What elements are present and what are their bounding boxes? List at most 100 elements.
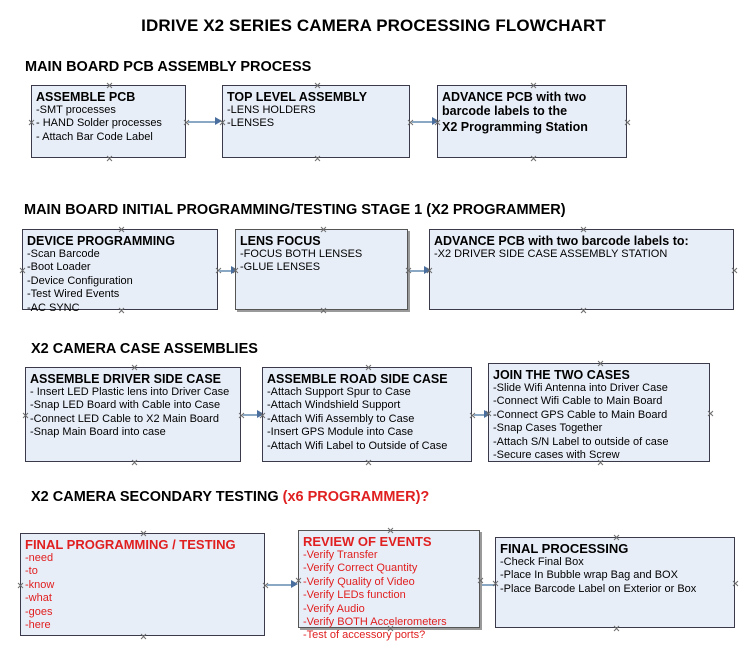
connector-handle-top[interactable]	[387, 527, 394, 534]
node-title: LENS FOCUS	[240, 234, 321, 248]
connector-final-programming-to-review-of-events	[267, 584, 295, 586]
node-title: DEVICE PROGRAMMING	[27, 234, 175, 248]
connector-handle-left[interactable]	[17, 582, 24, 589]
node-assemble-road-side-case[interactable]: ASSEMBLE ROAD SIDE CASE -Attach Support …	[262, 367, 472, 462]
list-item: -Slide Wifi Antenna into Driver Case	[493, 382, 668, 394]
list-item: - HAND Solder processes	[36, 117, 162, 130]
connector-handle-top[interactable]	[314, 82, 321, 89]
connector-handle-bottom[interactable]	[140, 633, 147, 640]
connector-handle-top[interactable]	[365, 364, 372, 371]
connector-review-of-events-to-final-processing	[482, 584, 506, 586]
connector-handle-top[interactable]	[597, 360, 604, 367]
connector-handle-bottom[interactable]	[365, 459, 372, 466]
section-heading-text: MAIN BOARD PCB ASSEMBLY PROCESS	[25, 59, 312, 75]
list-item: -Verify LEDs function	[303, 589, 406, 602]
node-title: ASSEMBLE PCB	[36, 90, 136, 104]
node-final-programming-testing[interactable]: FINAL PROGRAMMING / TESTING -need -to -k…	[20, 533, 265, 636]
list-item: -LENSES	[227, 117, 275, 130]
node-title: ASSEMBLE DRIVER SIDE CASE	[30, 372, 222, 386]
list-item: -FOCUS BOTH LENSES	[240, 248, 363, 260]
node-assemble-driver-side-case[interactable]: ASSEMBLE DRIVER SIDE CASE - Insert LED P…	[25, 367, 241, 462]
connector-handle-right[interactable]	[707, 410, 714, 417]
list-item: -GLUE LENSES	[240, 261, 321, 274]
page-title: IDRIVE X2 SERIES CAMERA PROCESSING FLOWC…	[141, 16, 606, 35]
list-item: -Test of accessory ports?	[303, 629, 426, 642]
connector-handle-right[interactable]	[732, 580, 739, 587]
node-join-the-two-cases[interactable]: JOIN THE TWO CASES -Slide Wifi Antenna i…	[488, 363, 710, 462]
node-item-list: -X2 DRIVER SIDE CASE ASSEMBLY STATION	[434, 248, 730, 261]
list-item: -Connect LED Cable to X2 Main Board	[30, 412, 219, 425]
connector-handle-right[interactable]	[624, 119, 631, 126]
connector-handle-top[interactable]	[140, 530, 147, 537]
connector-road-side-to-join-cases	[474, 414, 488, 416]
node-device-programming[interactable]: DEVICE PROGRAMMING -Scan Barcode -Boot L…	[19, 226, 218, 314]
list-item: -here	[25, 619, 51, 632]
list-item: -Snap Cases Together	[493, 422, 603, 435]
connector-handle-right[interactable]	[477, 577, 484, 584]
connector-handle-bottom[interactable]	[320, 307, 327, 314]
connector-handle-top[interactable]	[580, 226, 587, 233]
node-title: JOIN THE TWO CASES	[493, 368, 630, 382]
section-heading-main-board-pcb-assembly-process: MAIN BOARD PCB ASSEMBLY PROCESS	[25, 59, 311, 75]
list-item: -know	[25, 578, 55, 591]
connector-handle-top[interactable]	[118, 226, 125, 233]
connector-handle-top[interactable]	[131, 364, 138, 371]
list-item: -X2 DRIVER SIDE CASE ASSEMBLY STATION	[434, 248, 668, 260]
connector-handle-bottom[interactable]	[106, 155, 113, 162]
node-item-list: - Insert LED Plastic lens into Driver Ca…	[30, 386, 237, 440]
node-item-list: barcode labels to the X2 Programming Sta…	[442, 104, 623, 135]
connector-handle-bottom[interactable]	[314, 155, 321, 162]
node-assemble-pcb[interactable]: ASSEMBLE PCB -SMT processes - HAND Solde…	[31, 85, 186, 158]
node-review-of-events[interactable]: REVIEW OF EVENTS -Verify Transfer -Verif…	[298, 527, 480, 641]
connector-handle-bottom[interactable]	[580, 307, 587, 314]
node-title: FINAL PROGRAMMING / TESTING	[25, 537, 236, 552]
connector-handle-top[interactable]	[106, 82, 113, 89]
section-heading-main-board-initial-programming-testing-stage-1: MAIN BOARD INITIAL PROGRAMMING/TESTING S…	[24, 202, 566, 218]
arrowhead-icon	[257, 410, 264, 418]
connector-handle-bottom[interactable]	[613, 625, 620, 632]
arrowhead-icon	[215, 117, 222, 125]
node-top-level-assembly[interactable]: TOP LEVEL ASSEMBLY -LENS HOLDERS -LENSES	[222, 85, 410, 158]
node-title: FINAL PROCESSING	[500, 541, 629, 556]
list-item: -Attach Windshield Support	[267, 399, 401, 412]
list-item: -Boot Loader	[27, 261, 91, 274]
list-item: -Snap LED Board with Cable into Case	[30, 399, 221, 412]
list-item: -Snap Main Board into case	[30, 426, 166, 439]
connector-lens-focus-to-advance-pcb	[410, 270, 428, 272]
connector-handle-top[interactable]	[613, 534, 620, 541]
connector-top-level-assembly-to-advance-pcb	[412, 121, 436, 123]
list-item: -Verify Quality of Video	[303, 575, 415, 588]
arrowhead-icon	[432, 117, 439, 125]
connector-handle-top[interactable]	[530, 82, 537, 89]
node-title: REVIEW OF EVENTS	[303, 534, 432, 549]
node-item-list: -Verify Transfer -Verify Correct Quantit…	[303, 549, 476, 643]
node-lens-focus[interactable]: LENS FOCUS -FOCUS BOTH LENSES -GLUE LENS…	[235, 229, 408, 310]
connector-assemble-pcb-to-top-level-assembly	[188, 121, 218, 123]
list-item: -Insert GPS Module into Case	[267, 426, 414, 439]
node-item-list: -SMT processes - HAND Solder processes -…	[36, 104, 182, 144]
list-item: -Device Configuration	[27, 274, 133, 287]
node-item-list: -Attach Support Spur to Case -Attach Win…	[267, 386, 468, 453]
node-item-list: -LENS HOLDERS -LENSES	[227, 104, 406, 131]
list-item: -Verify Audio	[303, 602, 365, 615]
connector-handle-bottom[interactable]	[131, 459, 138, 466]
list-item: -Verify BOTH Accelerometers	[303, 616, 447, 629]
connector-handle-right[interactable]	[731, 267, 738, 274]
node-final-processing[interactable]: FINAL PROCESSING -Check Final Box -Place…	[495, 537, 735, 628]
list-item: -Test Wired Events	[27, 288, 120, 301]
connector-handle-left[interactable]	[22, 412, 29, 419]
connector-driver-side-to-road-side	[243, 414, 261, 416]
list-item: -SMT processes	[36, 104, 116, 116]
node-advance-pcb-to-driver-side-case-assembly[interactable]: ADVANCE PCB with two barcode labels to: …	[429, 229, 734, 310]
connector-handle-left[interactable]	[19, 267, 26, 274]
section-heading-x2-camera-secondary-testing: X2 CAMERA SECONDARY TESTING (x6 PROGRAMM…	[31, 489, 429, 505]
list-item: -Place In Bubble wrap Bag and BOX	[500, 569, 678, 582]
connector-handle-bottom[interactable]	[530, 155, 537, 162]
connector-handle-top[interactable]	[320, 226, 327, 233]
list-item: -Place Barcode Label on Exterior or Box	[500, 582, 697, 595]
connector-handle-left[interactable]	[28, 119, 35, 126]
list-item: -Attach Wifi Label to Outside of Case	[267, 439, 448, 452]
section-heading-text: X2 CAMERA SECONDARY TESTING	[31, 489, 283, 505]
list-item: -Secure cases with Screw	[493, 449, 620, 462]
node-advance-pcb-to-x2-programming-station[interactable]: ADVANCE PCB with two barcode labels to t…	[437, 85, 627, 158]
